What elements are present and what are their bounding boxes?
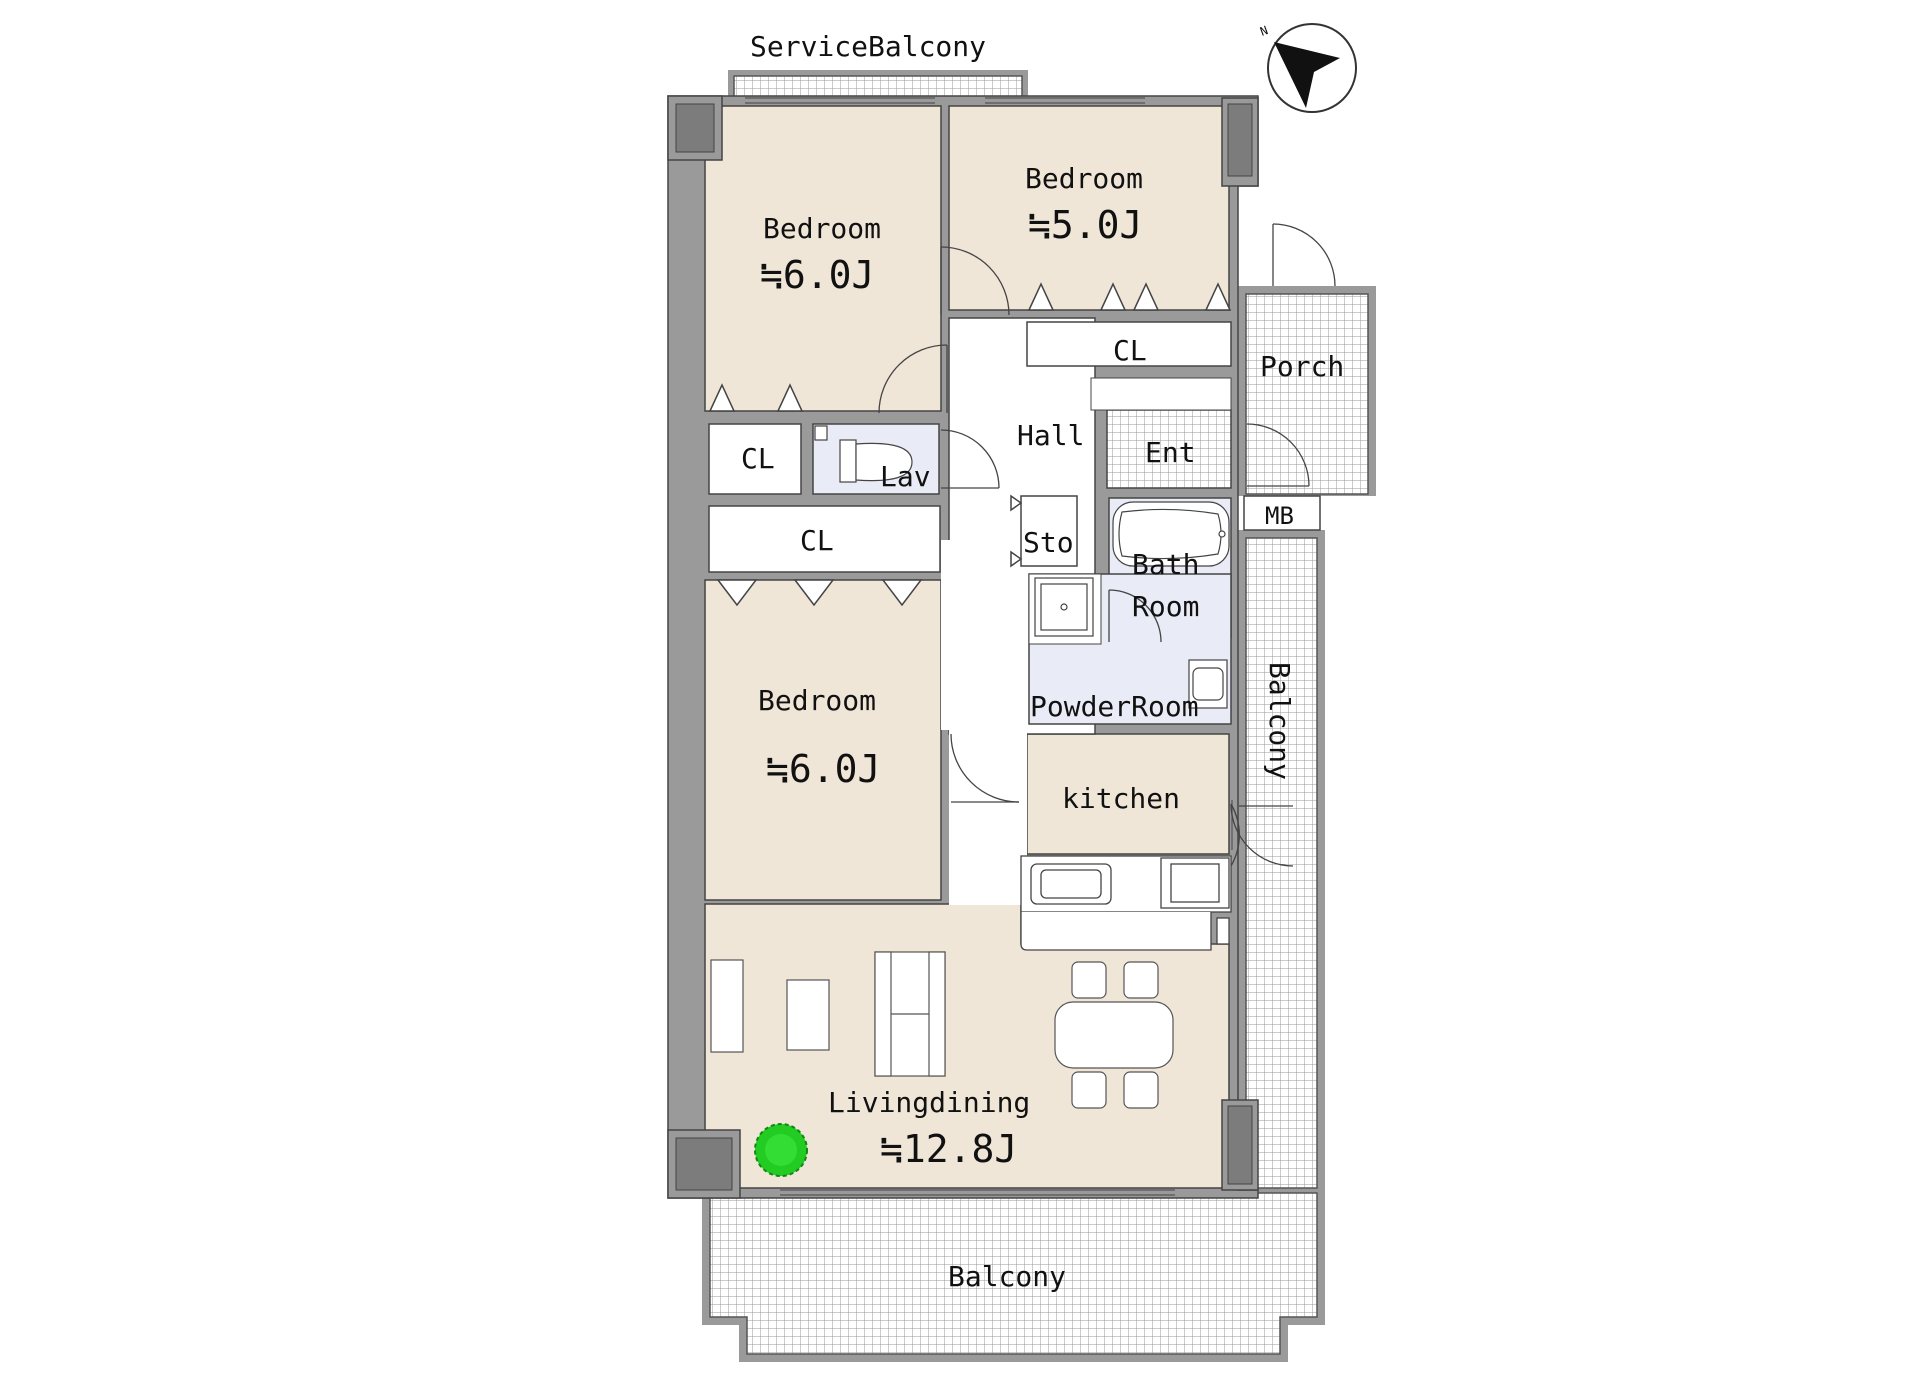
closet-doors: [708, 282, 1232, 607]
service-balcony: [728, 70, 1028, 99]
bedroom-w-area: ≒6.0J: [766, 747, 880, 791]
compass-north-arrow: N: [1258, 23, 1357, 113]
balcony-east: [1238, 530, 1325, 1190]
powder-room-label: PowderRoom: [1030, 690, 1199, 723]
entrance: [1090, 377, 1232, 489]
balcony-east-label: Balcony: [1263, 662, 1296, 780]
windows: [745, 97, 1233, 1196]
bedroom-ne-label: Bedroom: [1025, 162, 1143, 195]
living-label: Livingdining: [828, 1086, 1030, 1119]
closet-small: [708, 423, 802, 495]
kitchen-counter: [1020, 855, 1232, 951]
closet-small-label: CL: [741, 442, 775, 475]
bath-label-line2: Room: [1132, 590, 1199, 623]
mb-box: [1243, 495, 1321, 531]
sofa: [874, 951, 946, 1077]
bedroom-nw-label: Bedroom: [763, 212, 881, 245]
bedroom-ne-floor: [948, 105, 1230, 311]
hall-label: Hall: [1017, 419, 1084, 452]
bedroom-ne-area: ≒5.0J: [1028, 203, 1142, 247]
vanity-sink-fixture: [1188, 659, 1228, 709]
door-swings: [878, 223, 1336, 867]
bathtub-fixture: [1112, 501, 1230, 567]
coffee-table: [786, 979, 830, 1051]
compass-north-letter: N: [1258, 23, 1270, 39]
bath-label-line1: Bath: [1132, 548, 1199, 581]
ent-label: Ent: [1145, 436, 1196, 469]
tv-stand: [710, 959, 744, 1053]
lav-label: Lav: [880, 460, 931, 493]
bedroom-w-label: Bedroom: [758, 684, 876, 717]
closet-ne-label: CL: [1113, 334, 1147, 367]
washer-fixture: [1034, 577, 1094, 637]
kitchen-label: kitchen: [1062, 782, 1180, 815]
toilet-fixture: [814, 425, 913, 483]
rooms: [704, 105, 1230, 1189]
service-balcony-label: ServiceBalcony: [750, 30, 986, 63]
balcony-south-label: Balcony: [948, 1260, 1066, 1293]
closet-ne: [1026, 321, 1232, 367]
dining-set: [1054, 961, 1174, 1109]
kitchen-floor: [1026, 733, 1230, 855]
labels: ServiceBalcony Bedroom ≒6.0J Bedroom ≒5.…: [741, 30, 1344, 1293]
storage: [1020, 495, 1078, 567]
columns: [667, 95, 1259, 1199]
closet-long-label: CL: [800, 524, 834, 557]
bedroom-w-floor: [704, 579, 942, 901]
bedroom-nw-area: ≒6.0J: [760, 253, 874, 297]
porch-label: Porch: [1260, 350, 1344, 383]
sto-label: Sto: [1023, 526, 1074, 559]
plant: [754, 1123, 808, 1177]
porch: [1238, 286, 1376, 496]
living-area: ≒12.8J: [880, 1127, 1017, 1171]
mb-label: MB: [1265, 502, 1294, 530]
bedroom-nw-floor: [704, 105, 942, 412]
balcony-south: [702, 1185, 1325, 1362]
closet-long: [708, 505, 941, 573]
